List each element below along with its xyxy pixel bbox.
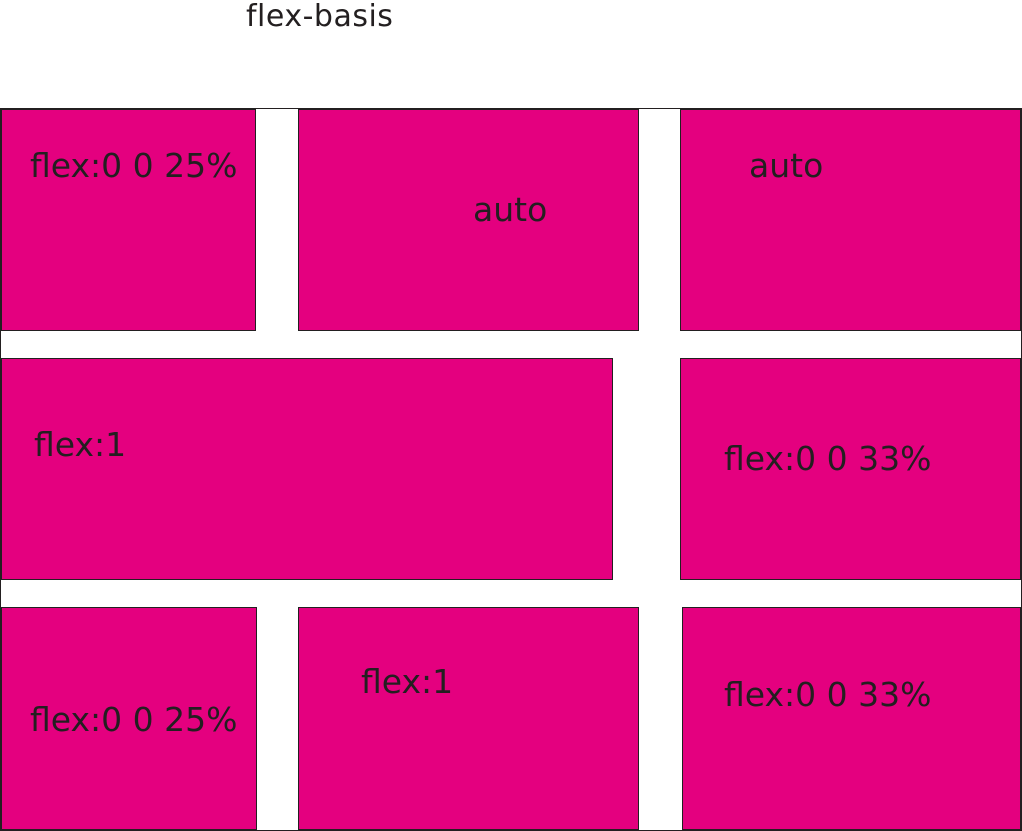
flex-item-row1-col2: auto <box>298 109 639 331</box>
flex-item-row1-col3: auto <box>680 109 1021 331</box>
flex-item-label: auto <box>473 190 548 229</box>
flex-item-label: auto <box>749 146 824 185</box>
flex-item-row1-col1: flex:0 0 25% <box>1 109 256 331</box>
diagram-title: flex-basis <box>246 0 394 34</box>
flex-item-row3-col1: flex:0 0 25% <box>1 607 257 830</box>
flex-item-label: flex:0 0 25% <box>30 146 238 185</box>
flex-item-row2-col2: flex:0 0 33% <box>680 358 1021 580</box>
flex-item-row3-col2: flex:1 <box>298 607 639 830</box>
flex-item-label: flex:0 0 33% <box>724 675 932 714</box>
flex-item-label: flex:0 0 33% <box>724 439 932 478</box>
flex-item-row2-col1: flex:1 <box>1 358 613 580</box>
flex-item-label: flex:1 <box>361 662 454 701</box>
flex-item-label: flex:0 0 25% <box>30 700 238 739</box>
flex-item-label: flex:1 <box>34 425 127 464</box>
flex-item-row3-col3: flex:0 0 33% <box>682 607 1021 830</box>
